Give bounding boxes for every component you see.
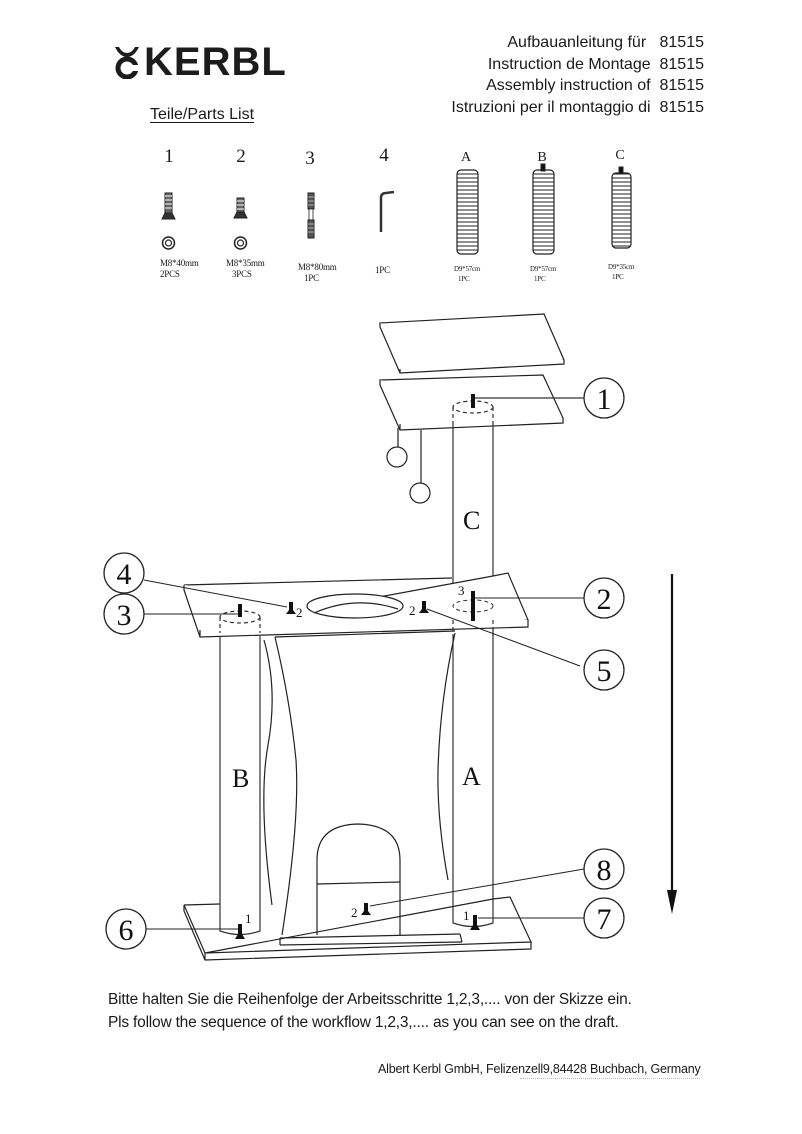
screw-markers: [235, 601, 480, 939]
part-3-bolt-icon: [307, 192, 315, 239]
callout-2: 2: [597, 583, 612, 616]
part-1-number: 1: [164, 146, 174, 167]
post-a-icon: [456, 169, 479, 255]
footer-address: Albert Kerbl GmbH, Felizenzell9,84428 Bu…: [378, 1062, 701, 1076]
part-2-number: 2: [236, 146, 246, 167]
post-c-icon: [611, 166, 632, 249]
callout-1-circle: [583, 377, 625, 419]
post-b-label: B: [232, 764, 249, 793]
cave-house: [263, 630, 463, 946]
part-a-letter: A: [460, 150, 472, 165]
instruction-en: Pls follow the sequence of the workflow …: [108, 1014, 619, 1031]
post-a-label: A: [462, 762, 481, 791]
callout-4-circle: [103, 552, 145, 594]
label-bolt-3: 3: [458, 583, 465, 598]
screw-labels: 3 2 2 2 1 1: [245, 583, 470, 926]
title-fr: Instruction de Montage 81515: [487, 55, 704, 73]
callout-3-circle: [103, 593, 145, 635]
callout-8: 8: [597, 854, 612, 887]
callout-2-circle: [583, 577, 625, 619]
part-4-spec: 1PC: [375, 265, 390, 275]
callout-5-circle: [583, 649, 625, 691]
label-screw-1-left: 1: [245, 911, 252, 926]
title-en: Assembly instruction of 81515: [486, 77, 704, 94]
title-de: Aufbauanleitung für 81515: [507, 34, 704, 51]
callout-5: 5: [597, 655, 612, 688]
parts-list-title: Teile/Parts List: [150, 106, 255, 123]
callout-8-circle: [583, 848, 625, 890]
top-cushion-board: [379, 313, 565, 374]
bolt-3-marker: [452, 591, 494, 621]
down-arrow-icon: [667, 574, 677, 914]
instruction-de: Bitte halten Sie die Reihenfolge der Arb…: [108, 991, 632, 1008]
callout-leaders: [143, 579, 585, 930]
footer-faded-line: [520, 1078, 700, 1081]
callout-numbers: 1 2 3 4 5 6 7 8: [117, 383, 612, 947]
document-titles: Aufbauanleitung für 81515 Instruction de…: [451, 32, 704, 118]
part-3-number: 3: [305, 148, 315, 169]
label-screw-2-left: 2: [296, 605, 303, 620]
allen-key-icon: [379, 190, 395, 232]
callout-circles: [103, 377, 625, 950]
callout-1: 1: [597, 383, 612, 416]
post-b-icon: [532, 163, 555, 255]
post-c-label: C: [463, 506, 480, 535]
instructions: Bitte halten Sie die Reihenfolge der Arb…: [108, 988, 632, 1034]
kerbl-logo: KERBL: [112, 42, 287, 82]
label-screw-2-right: 2: [409, 603, 416, 618]
title-it: Istruzioni per il montaggio di 81515: [451, 98, 704, 116]
middle-platform: [183, 572, 529, 638]
label-screw-1-right: 1: [463, 908, 470, 923]
kerbl-horn-logo-icon: [115, 47, 140, 79]
part-2-screw-icon: [233, 197, 248, 250]
post-letters: C B A: [232, 506, 481, 793]
callout-4: 4: [117, 558, 132, 591]
part-b-letter: B: [537, 150, 547, 165]
callout-7-circle: [583, 897, 625, 939]
callout-6: 6: [119, 914, 134, 947]
callout-7: 7: [597, 903, 612, 936]
part-c-letter: C: [615, 148, 625, 163]
callout-3: 3: [117, 599, 132, 632]
part-1-screw-icon: [161, 192, 176, 250]
base-board: [183, 896, 532, 961]
part-4-number: 4: [379, 145, 389, 166]
label-screw-2-base: 2: [351, 905, 358, 920]
brand-name: KERBL: [144, 40, 287, 84]
callout-6-circle: [105, 908, 147, 950]
